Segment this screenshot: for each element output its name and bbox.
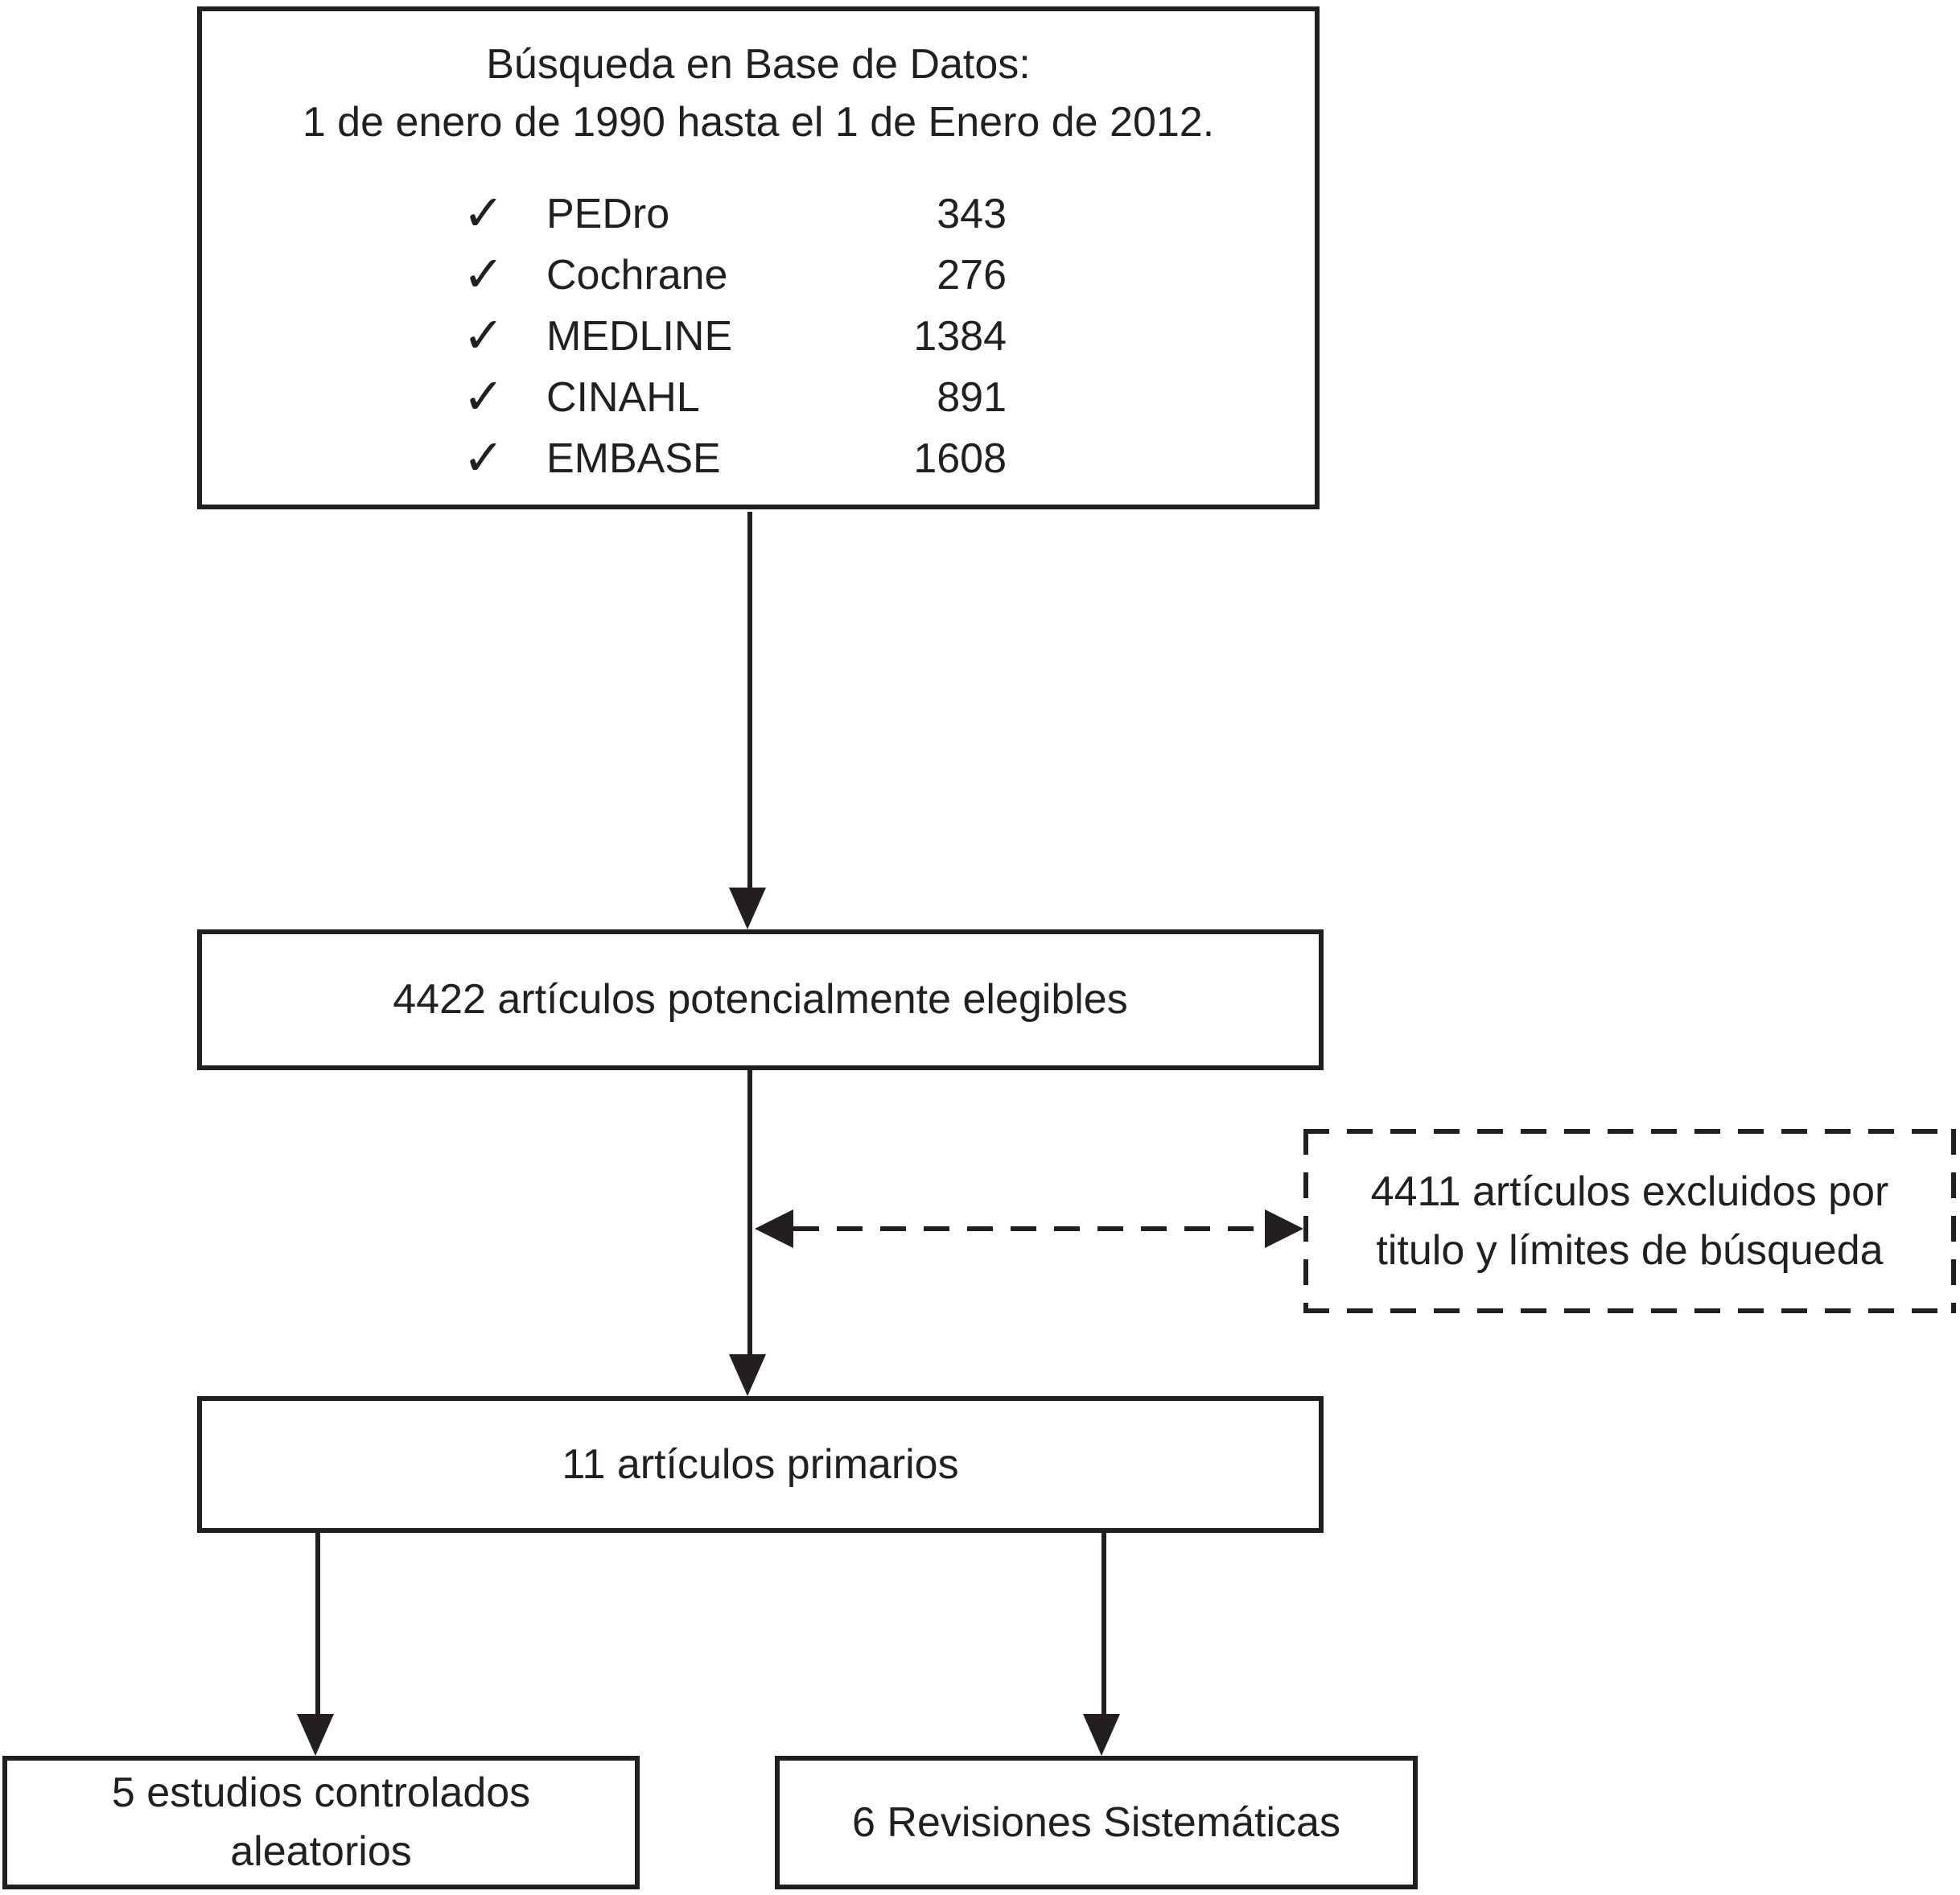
- excluded-box-line2: titulo y límites de búsqueda: [1376, 1226, 1884, 1274]
- checkmark-icon: ✓: [463, 430, 504, 486]
- primary-box: 11 artículos primarios: [197, 1396, 1324, 1533]
- database-row: ✓ CINAHL 891: [463, 367, 1007, 428]
- connector-primary-to-reviews: [1101, 1530, 1106, 1716]
- checkmark-icon: ✓: [463, 186, 504, 241]
- excluded-box-border-top: [1303, 1129, 1956, 1134]
- connector-primary-to-rct: [315, 1530, 320, 1716]
- database-name: MEDLINE: [546, 313, 733, 360]
- connector-search-to-eligible: [747, 512, 752, 889]
- primary-box-label: 11 artículos primarios: [562, 1440, 959, 1488]
- search-box: Búsqueda en Base de Datos: 1 de enero de…: [197, 6, 1320, 509]
- database-count: 891: [937, 374, 1007, 421]
- database-list: ✓ PEDro 343 ✓ Cochrane 276 ✓ MEDLINE 138…: [463, 183, 1007, 489]
- rct-box-line2: aleatorios: [230, 1828, 412, 1875]
- database-name: EMBASE: [546, 435, 721, 482]
- search-box-title-line2: 1 de enero de 1990 hasta el 1 de Enero d…: [302, 99, 1215, 146]
- database-name: PEDro: [546, 191, 670, 237]
- database-count: 343: [937, 191, 1007, 237]
- dashed-connector-excluded: [793, 1226, 1265, 1231]
- database-count: 276: [937, 252, 1007, 299]
- database-name: CINAHL: [546, 374, 700, 421]
- excluded-box: 4411 artículos excluidos por titulo y lí…: [1308, 1134, 1951, 1308]
- arrowhead-down-icon: [729, 888, 766, 929]
- database-row: ✓ MEDLINE 1384: [463, 306, 1007, 367]
- rct-box-line1: 5 estudios controlados: [111, 1769, 531, 1816]
- eligible-box: 4422 artículos potencialmente elegibles: [197, 929, 1324, 1070]
- arrowhead-right-icon: [1265, 1209, 1303, 1248]
- excluded-box-border-bottom: [1303, 1308, 1956, 1313]
- rct-box: 5 estudios controlados aleatorios: [2, 1756, 640, 1889]
- excluded-box-border-left: [1303, 1129, 1308, 1313]
- arrowhead-down-icon: [297, 1714, 334, 1756]
- reviews-box: 6 Revisiones Sistemáticas: [775, 1756, 1418, 1889]
- search-box-title-line1: Búsqueda en Base de Datos:: [486, 41, 1031, 88]
- arrowhead-down-icon: [1083, 1714, 1120, 1756]
- arrowhead-down-icon: [729, 1354, 766, 1396]
- database-count: 1608: [913, 435, 1007, 482]
- database-count: 1384: [913, 313, 1007, 360]
- database-name: Cochrane: [546, 252, 728, 299]
- database-row: ✓ PEDro 343: [463, 183, 1007, 245]
- eligible-box-label: 4422 artículos potencialmente elegibles: [393, 976, 1128, 1023]
- checkmark-icon: ✓: [463, 247, 504, 303]
- reviews-box-label: 6 Revisiones Sistemáticas: [852, 1798, 1340, 1846]
- excluded-box-line1: 4411 artículos excluidos por: [1370, 1168, 1889, 1215]
- checkmark-icon: ✓: [463, 369, 504, 425]
- database-row: ✓ Cochrane 276: [463, 245, 1007, 306]
- search-box-title: Búsqueda en Base de Datos: 1 de enero de…: [202, 35, 1315, 151]
- connector-eligible-to-primary: [747, 1068, 752, 1356]
- arrowhead-left-icon: [755, 1209, 793, 1248]
- database-row: ✓ EMBASE 1608: [463, 428, 1007, 489]
- excluded-box-border-right: [1951, 1129, 1956, 1313]
- checkmark-icon: ✓: [463, 308, 504, 364]
